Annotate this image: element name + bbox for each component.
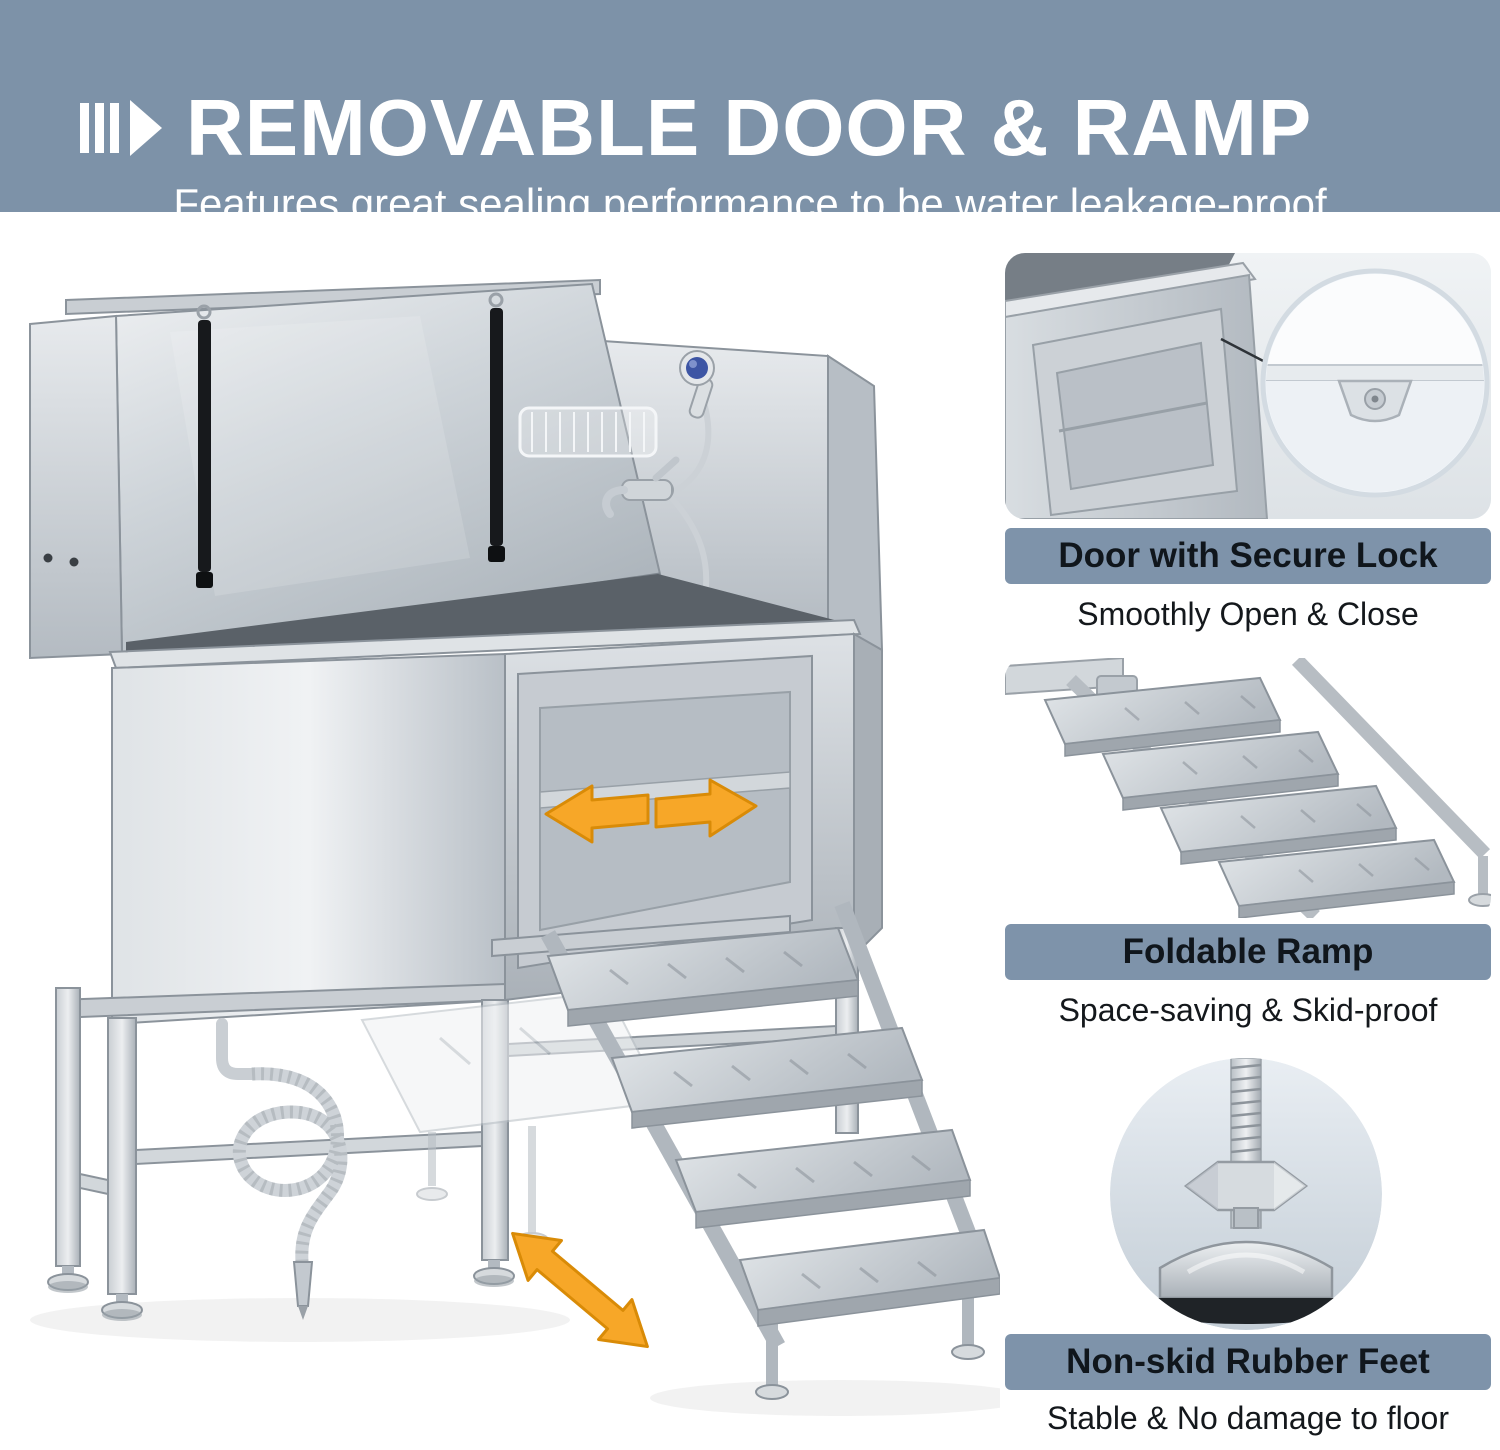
door-slide-arrows-icon <box>544 778 758 844</box>
ramp-direction-arrow-icon <box>511 1231 649 1349</box>
caption-text: Non-skid Rubber Feet <box>1066 1342 1430 1381</box>
left-side-panel <box>29 314 124 660</box>
caption-text: Door with Secure Lock <box>1058 536 1438 575</box>
stair-tread <box>738 1228 1000 1327</box>
top-rail <box>65 278 601 316</box>
tub-basin <box>108 574 862 670</box>
adjustable-foot <box>1156 1058 1336 1324</box>
ramp-treads <box>1043 676 1456 918</box>
page-subtitle: Features great sealing performance to be… <box>173 180 1327 227</box>
caption-band-foldable-ramp: Foldable Ramp <box>1005 924 1491 980</box>
grooming-tub <box>29 278 1000 1400</box>
callout-description-rubber-feet: Stable & No damage to floor <box>1046 1400 1449 1436</box>
callouts-column: Door with Secure Lock Smoothly Open & Cl… <box>1002 250 1494 1450</box>
title-row: REMOVABLE DOOR & RAMP <box>80 34 1312 221</box>
shower-caddy-basket <box>518 406 658 458</box>
callout-image-foldable-ramp <box>1005 658 1491 918</box>
rubber-base <box>1156 1298 1336 1324</box>
callout-description-foldable-ramp: Space-saving & Skid-proof <box>1058 992 1438 1028</box>
caption-band-rubber-feet: Non-skid Rubber Feet <box>1005 1334 1491 1390</box>
splash-hood <box>114 282 662 656</box>
detail-pointer-line <box>1220 337 1272 367</box>
front-panel <box>111 652 506 1026</box>
folded-ramp-under-tub <box>360 990 666 1248</box>
grooming-restraint-straps <box>196 292 505 588</box>
stair-tread <box>546 926 860 1027</box>
caption-text: Foldable Ramp <box>1122 932 1374 971</box>
drain-hose <box>216 1018 348 1320</box>
stairs-ramp <box>491 901 1000 1400</box>
stair-tread <box>610 1026 924 1129</box>
floor-shadow <box>30 1298 1000 1416</box>
callout-description-door-lock: Smoothly Open & Close <box>1077 596 1419 632</box>
tub-adjustable-feet <box>47 1260 515 1321</box>
diamond-plate-texture <box>609 950 937 1290</box>
diamond-plate-texture <box>1124 695 1430 883</box>
product-illustration <box>0 228 1000 1450</box>
title-marker-icon <box>80 99 162 156</box>
faucet <box>602 456 680 518</box>
callout-image-rubber-feet <box>1110 1058 1382 1330</box>
header-banner: REMOVABLE DOOR & RAMP Features great sea… <box>0 0 1500 227</box>
caption-band-door-lock: Door with Secure Lock <box>1005 528 1491 584</box>
callout-image-door-lock <box>1005 253 1491 519</box>
page-title: REMOVABLE DOOR & RAMP <box>186 82 1313 172</box>
right-side-face <box>853 632 883 959</box>
zoom-detail-circle <box>1260 268 1490 498</box>
stair-tread <box>674 1128 972 1229</box>
